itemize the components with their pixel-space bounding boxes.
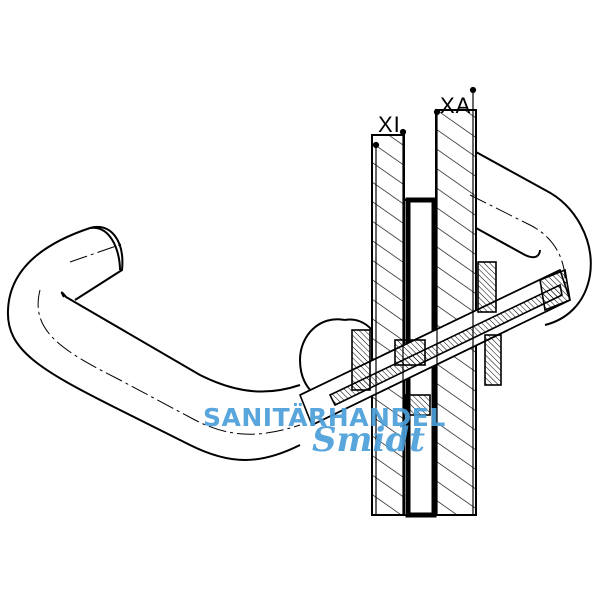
watermark-text: SANITÄRHANDEL <box>203 403 446 432</box>
dimension-lines <box>372 86 477 515</box>
watermark-script: Smidt <box>312 420 425 460</box>
dimension-label-xa: XA <box>440 93 472 118</box>
spindle-assembly <box>298 261 571 427</box>
left-rosette <box>298 318 373 393</box>
dimension-label-xi: XI <box>378 112 401 137</box>
left-lever <box>6 225 301 461</box>
